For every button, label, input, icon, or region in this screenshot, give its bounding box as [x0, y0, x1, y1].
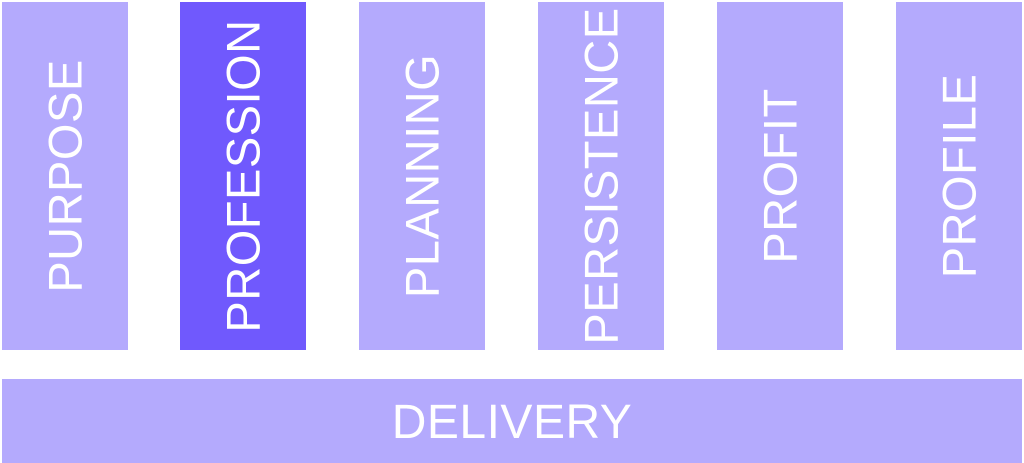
- pillar-label-profession: PROFESSION: [216, 19, 270, 333]
- pillar-profile: PROFILE: [896, 2, 1022, 350]
- pillar-profession: PROFESSION: [180, 2, 306, 350]
- pillar-purpose: PURPOSE: [2, 2, 128, 350]
- pillar-label-planning: PLANNING: [395, 53, 449, 299]
- pillar-planning: PLANNING: [359, 2, 485, 350]
- pillar-label-profit: PROFIT: [753, 88, 807, 264]
- pillar-label-purpose: PURPOSE: [38, 59, 92, 293]
- pillar-persistence: PERSISTENCE: [538, 2, 664, 350]
- pillar-label-profile: PROFILE: [932, 73, 986, 279]
- pillar-profit: PROFIT: [717, 2, 843, 350]
- base-label-delivery: DELIVERY: [391, 396, 633, 449]
- pillar-label-persistence: PERSISTENCE: [574, 7, 628, 345]
- base-delivery: DELIVERY: [2, 379, 1022, 463]
